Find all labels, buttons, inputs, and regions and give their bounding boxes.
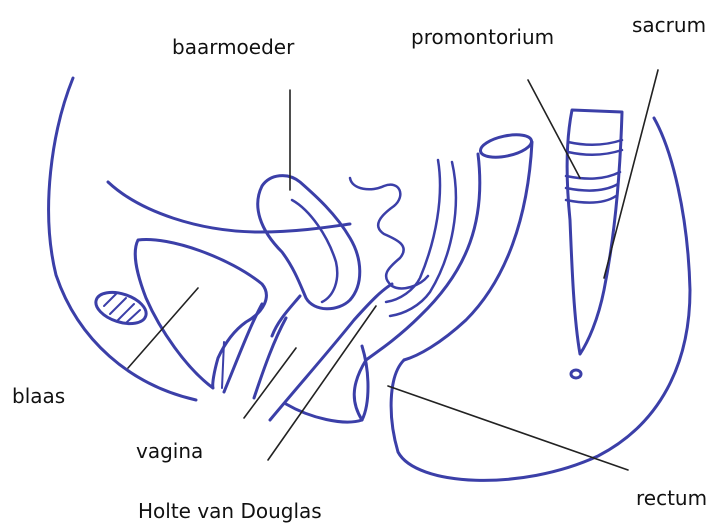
rectum-tube-left xyxy=(366,154,480,360)
rectum-opening xyxy=(478,131,533,161)
pubic-symphysis xyxy=(92,287,150,330)
label-vagina: vagina xyxy=(136,441,203,461)
cervix xyxy=(272,296,300,336)
label-blaas: blaas xyxy=(12,386,65,406)
intestinal-loop-2 xyxy=(386,160,440,302)
leader-douglas xyxy=(268,306,376,460)
uterus xyxy=(258,176,360,309)
intestinal-loop-3 xyxy=(390,162,456,316)
leader-promontorium xyxy=(528,80,580,178)
abdominal-skin-line xyxy=(108,182,350,232)
sacrum-bone xyxy=(567,110,622,354)
leader-vagina xyxy=(244,348,296,418)
label-holte-van-douglas: Holte van Douglas xyxy=(138,501,322,521)
bladder xyxy=(135,240,266,388)
leader-rectum xyxy=(388,386,628,470)
uterus-cavity xyxy=(292,200,337,302)
vagina-tube xyxy=(224,304,286,398)
rectum-anterior-wall xyxy=(270,284,392,420)
label-baarmoeder: baarmoeder xyxy=(172,37,294,57)
anterior-body-wall xyxy=(49,78,196,400)
label-promontorium: promontorium xyxy=(411,27,554,47)
label-sacrum: sacrum xyxy=(632,15,706,35)
coccyx-tip xyxy=(571,370,581,378)
intestinal-loops xyxy=(350,178,428,288)
label-rectum: rectum xyxy=(636,488,707,508)
sacral-vertebrae xyxy=(566,140,622,203)
